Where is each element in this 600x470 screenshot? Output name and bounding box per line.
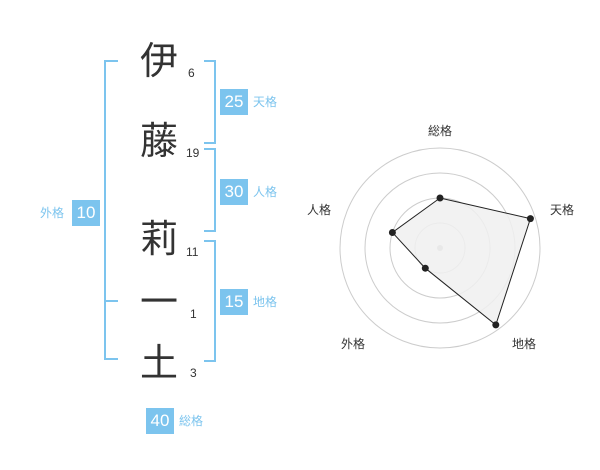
- jinkaku-bracket: [204, 148, 216, 232]
- radar-point-5: [388, 229, 396, 236]
- stroke-count-5: 3: [190, 366, 197, 380]
- name-char-2: 藤: [140, 119, 179, 163]
- soukaku-label: 総格: [179, 414, 204, 428]
- stroke-count-4: 1: [190, 307, 197, 321]
- radar-label-soukaku: 総格: [428, 124, 453, 138]
- name-char-4: 一: [140, 280, 179, 324]
- chikaku-value: 15: [220, 289, 248, 315]
- stroke-count-1: 6: [188, 66, 195, 80]
- radar-label-tenkaku: 天格: [550, 203, 575, 217]
- radar-series-polygon: [391, 197, 532, 326]
- tenkaku-value: 25: [220, 89, 248, 115]
- tenkaku-label: 天格: [253, 95, 278, 109]
- radar-point-3: [492, 321, 500, 329]
- radar-point-2: [526, 215, 534, 223]
- chikaku-bracket: [204, 240, 216, 362]
- soukaku-value: 40: [146, 408, 174, 434]
- gaikaku-bracket-upper: [104, 60, 118, 302]
- name-char-5: 土: [140, 341, 179, 385]
- radar-label-chikaku: 地格: [512, 337, 537, 351]
- tenkaku-bracket: [204, 60, 216, 144]
- name-char-1: 伊: [140, 39, 179, 83]
- name-char-3: 莉: [140, 217, 179, 261]
- radar-point-1: [436, 194, 444, 202]
- stroke-count-2: 19: [186, 146, 200, 160]
- jinkaku-label: 人格: [253, 185, 278, 199]
- stroke-count-3: 11: [186, 245, 199, 259]
- radar-label-jinkaku: 人格: [307, 203, 332, 217]
- radar-ring: [339, 147, 541, 349]
- gaikaku-value: 10: [72, 200, 100, 226]
- gaikaku-bracket-lower: [104, 298, 118, 360]
- radar-label-gaikaku: 外格: [341, 337, 366, 351]
- chikaku-label: 地格: [253, 295, 278, 309]
- gaikaku-label: 外格: [40, 206, 65, 220]
- jinkaku-value: 30: [220, 179, 248, 205]
- radar-point-4: [421, 264, 429, 272]
